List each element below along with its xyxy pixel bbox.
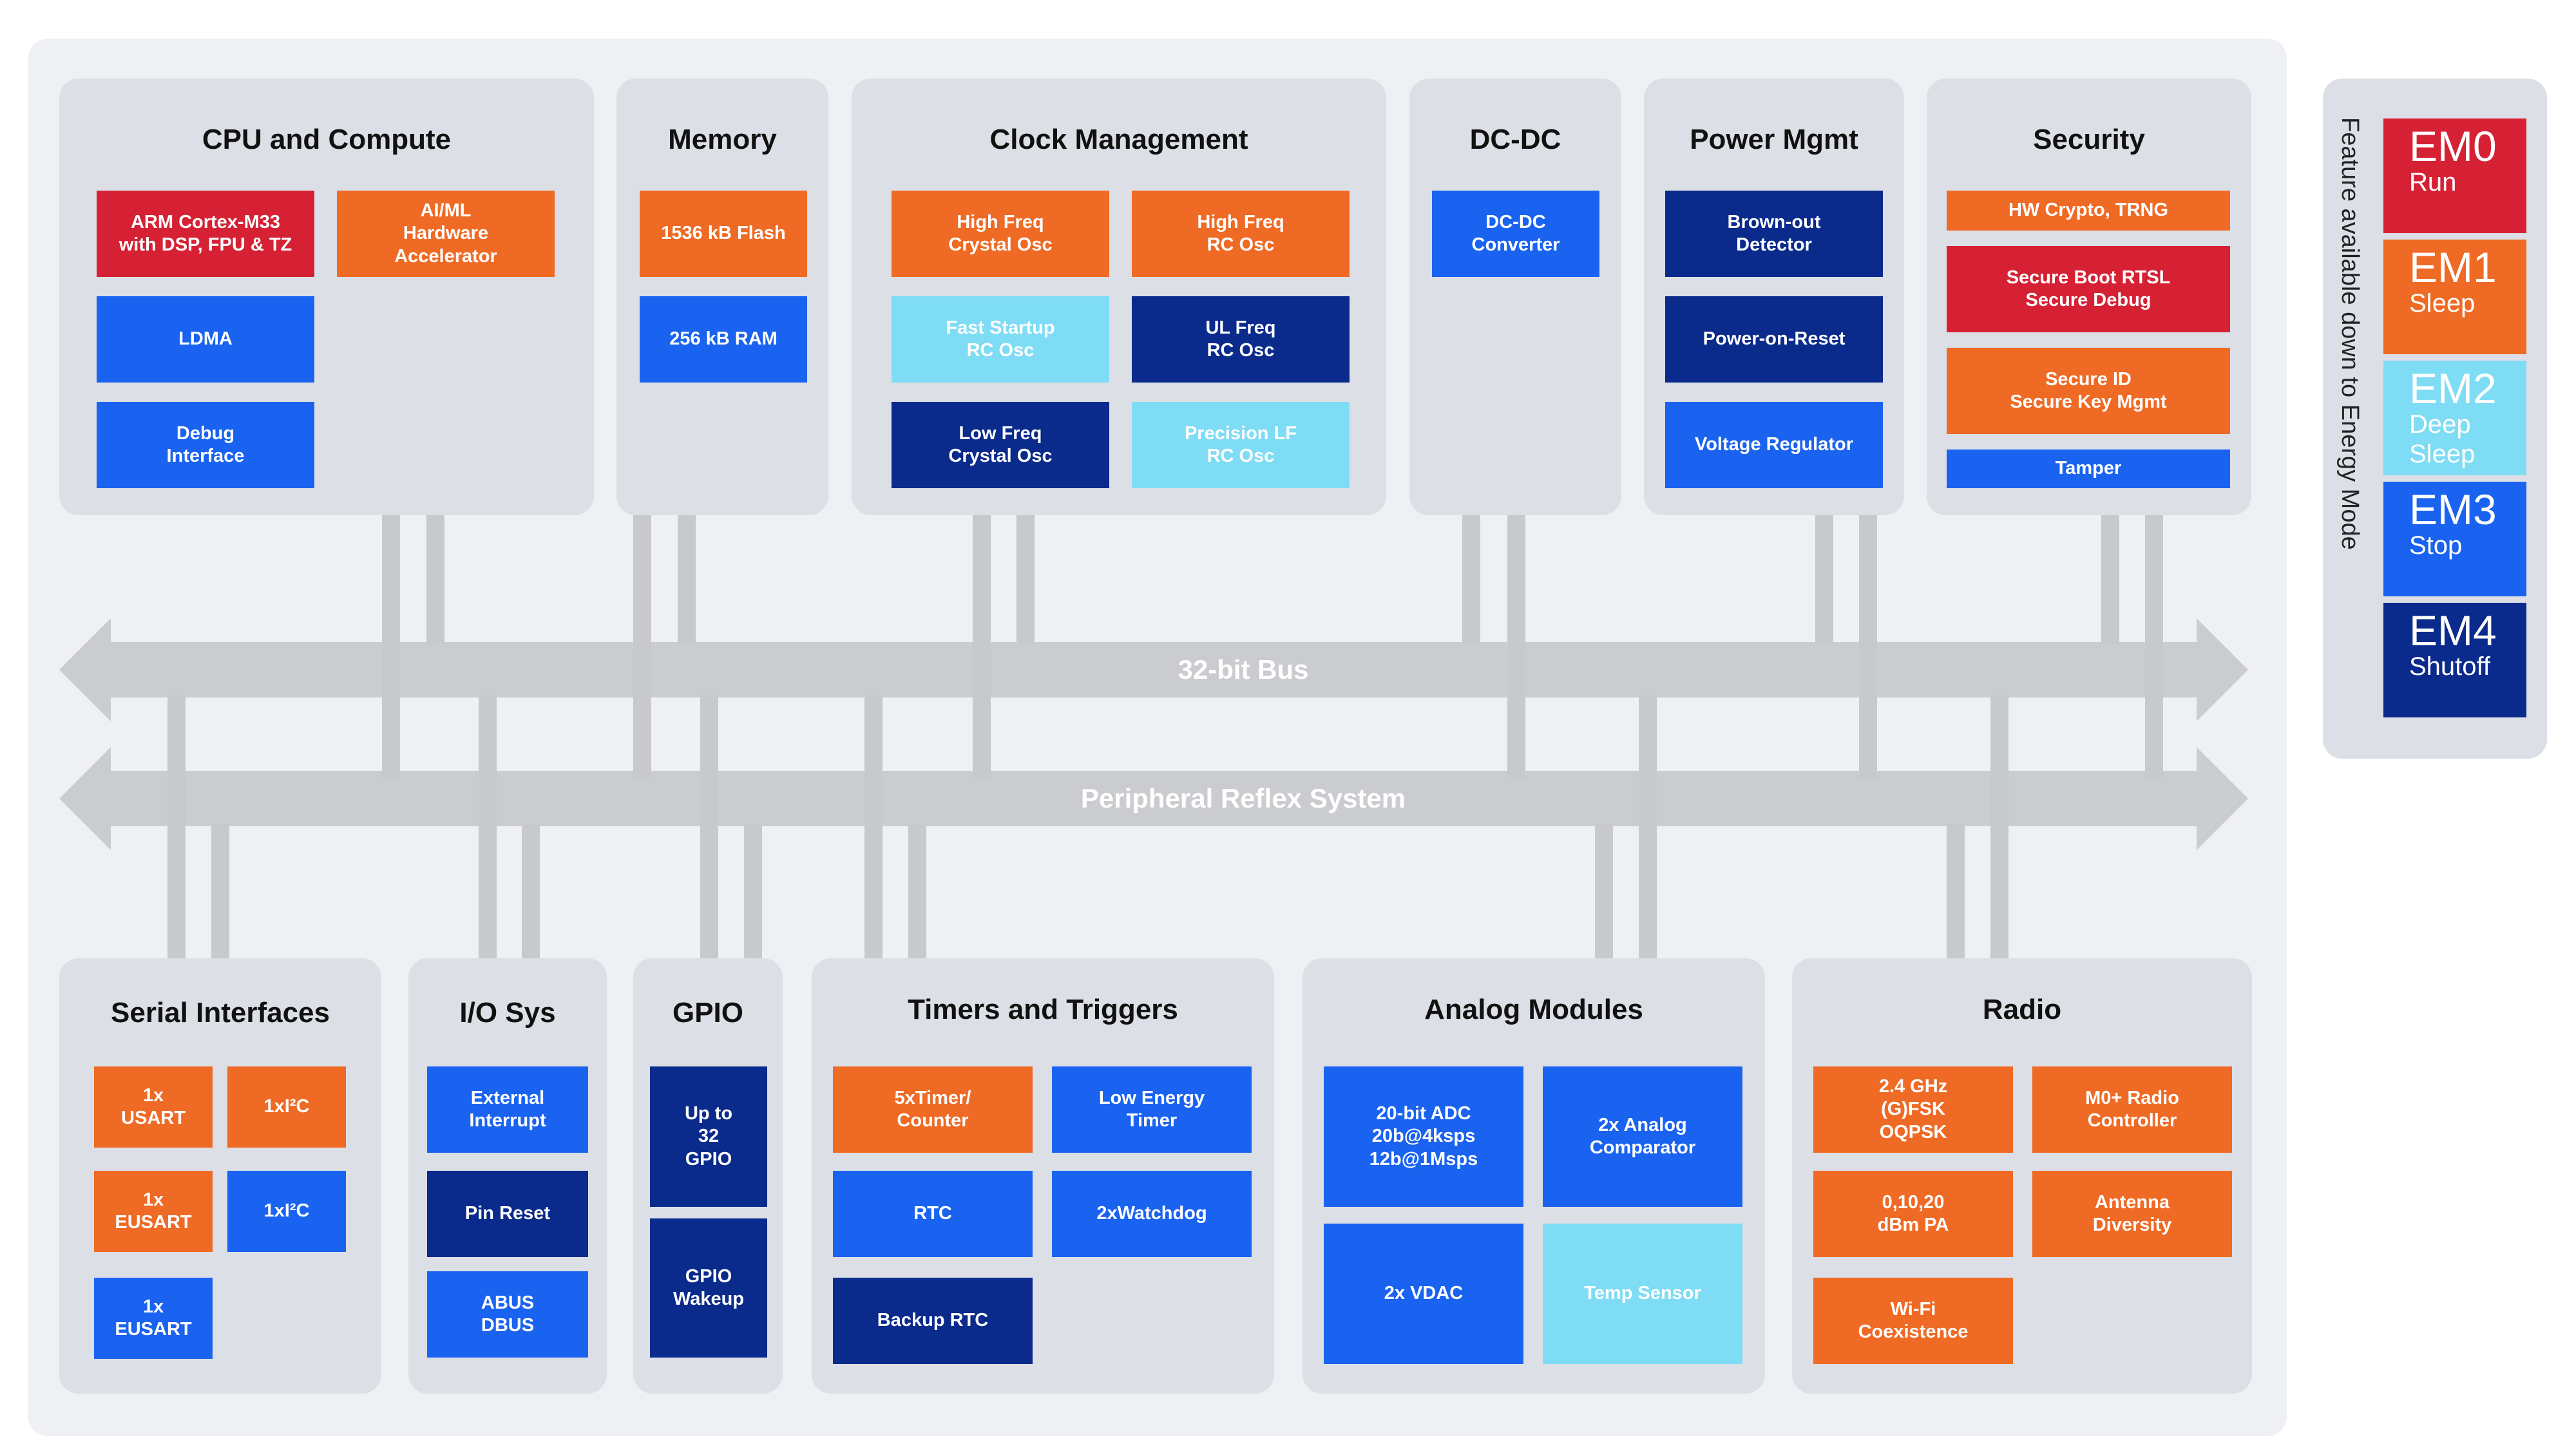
- group-title: Clock Management: [989, 124, 1248, 155]
- group-dcdc: DC-DC: [1409, 79, 1621, 515]
- em-name: EM3: [2409, 486, 2497, 533]
- em-desc: Shutoff: [2409, 652, 2491, 681]
- block-secure-boot: Secure Boot RTSL Secure Debug: [1947, 246, 2230, 332]
- connector: [1639, 696, 1657, 960]
- group-title: CPU and Compute: [202, 124, 452, 155]
- block-vdac: 2x VDAC: [1324, 1224, 1523, 1364]
- em-desc: Sleep: [2409, 289, 2476, 317]
- block-rtc: RTC: [833, 1171, 1033, 1257]
- block-lf-crystal-osc: Low Freq Crystal Osc: [892, 402, 1109, 488]
- block-ul-freq-rc-osc: UL Freq RC Osc: [1132, 296, 1350, 383]
- block-secure-id: Secure ID Secure Key Mgmt: [1947, 348, 2230, 434]
- connector: [426, 515, 444, 644]
- block-fsk-oqpsk: 2.4 GHz (G)FSK OQPSK: [1813, 1066, 2013, 1153]
- block-ai-ml-accelerator: AI/ML Hardware Accelerator: [337, 191, 555, 277]
- block-low-energy-timer: Low Energy Timer: [1052, 1066, 1252, 1153]
- legend-em3: EM3 Stop: [2383, 482, 2526, 596]
- block-pin-reset: Pin Reset: [427, 1171, 588, 1257]
- block-hw-crypto-trng: HW Crypto, TRNG: [1947, 191, 2230, 231]
- connector: [479, 696, 497, 960]
- connector: [908, 824, 926, 960]
- connector: [678, 515, 696, 644]
- block-tamper: Tamper: [1947, 450, 2230, 488]
- prs-bus-label: Peripheral Reflex System: [1080, 783, 1406, 813]
- block-i2c-1: 1xI²C: [227, 1171, 346, 1252]
- block-flash: 1536 kB Flash: [640, 191, 807, 277]
- block-external-interrupt: External Interrupt: [427, 1066, 588, 1153]
- block-antenna-diversity: Antenna Diversity: [2032, 1171, 2232, 1257]
- legend-em4: EM4 Shutoff: [2383, 603, 2526, 717]
- block-timer-counter: 5xTimer/ Counter: [833, 1066, 1033, 1153]
- legend-em0: EM0 Run: [2383, 118, 2526, 233]
- block-hf-crystal-osc: High Freq Crystal Osc: [892, 191, 1109, 277]
- legend-caption: Feature available down to Energy Mode: [2336, 117, 2363, 550]
- connector: [167, 696, 186, 960]
- group-title: Analog Modules: [1424, 994, 1643, 1025]
- block-wifi-coexistence: Wi-Fi Coexistence: [1813, 1278, 2013, 1364]
- block-eusart-1: 1x EUSART: [94, 1278, 213, 1359]
- block-usart: 1x USART: [94, 1066, 213, 1148]
- em-desc: Deep Sleep: [2409, 410, 2476, 468]
- block-arm-cortex: ARM Cortex-M33 with DSP, FPU & TZ: [97, 191, 314, 277]
- connector: [2101, 515, 2119, 644]
- em-name: EM0: [2409, 122, 2497, 170]
- block-analog-comparator: 2x Analog Comparator: [1543, 1066, 1742, 1207]
- block-i2c-0: 1xI²C: [227, 1066, 346, 1148]
- legend-em2: EM2 Deep Sleep: [2383, 361, 2526, 475]
- block-debug-interface: Debug Interface: [97, 402, 314, 488]
- legend-em1: EM1 Sleep: [2383, 240, 2526, 354]
- connector: [1815, 515, 1833, 644]
- group-title: Security: [2033, 124, 2145, 155]
- connector: [700, 696, 718, 960]
- connector: [1990, 696, 2008, 960]
- block-fast-startup-rc-osc: Fast Startup RC Osc: [892, 296, 1109, 383]
- em-name: EM1: [2409, 243, 2497, 291]
- connector: [1016, 515, 1035, 644]
- block-backup-rtc: Backup RTC: [833, 1278, 1033, 1364]
- em-name: EM4: [2409, 607, 2497, 654]
- connector: [211, 824, 229, 960]
- connector: [522, 824, 540, 960]
- block-hf-rc-osc: High Freq RC Osc: [1132, 191, 1350, 277]
- connector: [1462, 515, 1480, 644]
- block-voltage-regulator: Voltage Regulator: [1665, 402, 1883, 488]
- group-title: GPIO: [672, 997, 744, 1028]
- connector: [1595, 824, 1613, 960]
- block-pa: 0,10,20 dBm PA: [1813, 1171, 2013, 1257]
- group-title: DC-DC: [1469, 124, 1561, 155]
- block-eusart-0: 1x EUSART: [94, 1171, 213, 1252]
- group-title: Timers and Triggers: [908, 994, 1178, 1025]
- block-power-on-reset: Power-on-Reset: [1665, 296, 1883, 383]
- block-dcdc-converter: DC-DC Converter: [1432, 191, 1599, 277]
- group-title: I/O Sys: [459, 997, 556, 1028]
- connector: [744, 824, 762, 960]
- block-temp-sensor: Temp Sensor: [1543, 1224, 1742, 1364]
- prs-bus-arrow: [59, 747, 2248, 850]
- block-gpio-wakeup: GPIO Wakeup: [650, 1218, 767, 1358]
- main-bus-arrow: [59, 618, 2248, 721]
- block-adc: 20-bit ADC 20b@4ksps 12b@1Msps: [1324, 1066, 1523, 1207]
- block-brown-out-detector: Brown-out Detector: [1665, 191, 1883, 277]
- block-gpio-count: Up to 32 GPIO: [650, 1066, 767, 1207]
- block-ram: 256 kB RAM: [640, 296, 807, 383]
- group-title: Serial Interfaces: [111, 997, 330, 1028]
- block-abus-dbus: ABUS DBUS: [427, 1271, 588, 1358]
- connector: [864, 696, 883, 960]
- main-bus-label: 32-bit Bus: [1178, 654, 1309, 685]
- group-title: Memory: [668, 124, 777, 155]
- connector: [1947, 824, 1965, 960]
- em-desc: Stop: [2409, 531, 2463, 560]
- block-ldma: LDMA: [97, 296, 314, 383]
- block-watchdog: 2xWatchdog: [1052, 1171, 1252, 1257]
- em-desc: Run: [2409, 168, 2457, 196]
- group-title: Power Mgmt: [1690, 124, 1858, 155]
- block-precision-lf-rc-osc: Precision LF RC Osc: [1132, 402, 1350, 488]
- em-name: EM2: [2409, 365, 2497, 412]
- group-title: Radio: [1982, 994, 2062, 1025]
- block-radio-controller: M0+ Radio Controller: [2032, 1066, 2232, 1153]
